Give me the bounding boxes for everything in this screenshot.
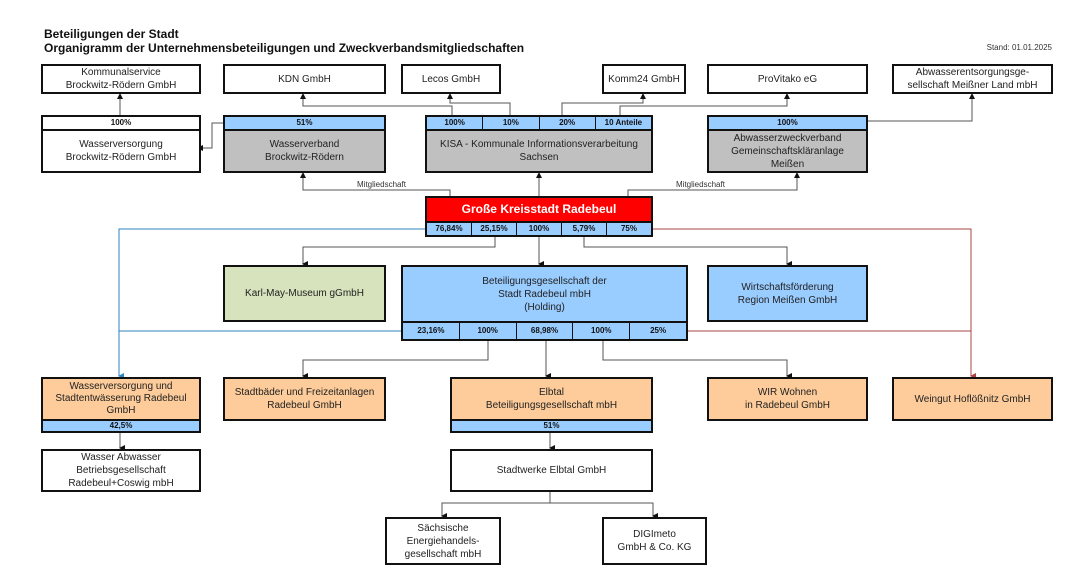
link-abwasserzweck-abwasserents — [867, 93, 975, 122]
diagram-title: Beteiligungen der Stadt — [44, 27, 179, 41]
node-label: Stadtwerke Elbtal GmbH — [496, 465, 607, 476]
share-bar: 51% — [452, 419, 651, 431]
share-cell: 100% — [777, 118, 798, 127]
node-elbtal[interactable]: Elbtal Beteiligungsgesellschaft mbH 51% — [450, 377, 653, 433]
share-cell: 76,84% — [435, 224, 463, 233]
share-cell: 100% — [572, 323, 629, 339]
share-bar: 100% — [43, 117, 199, 131]
node-label: Komm24 GmbH — [608, 73, 680, 85]
node-label: KISA - Kommunale Informationsverarbeitun… — [440, 139, 638, 163]
share-cell: 100% — [110, 118, 132, 127]
node-kisa[interactable]: 100% 10% 20% 10 Anteile KISA - Kommunale… — [425, 115, 653, 173]
share-bar: 23,16% 100% 68,98% 100% 25% — [403, 321, 686, 339]
share-cell: 75% — [606, 223, 651, 235]
share-bar: 42,5% — [43, 419, 199, 431]
node-wasser-abwasser[interactable]: Wasser Abwasser Betriebsgesellschaft Rad… — [41, 449, 201, 492]
link-radebeul-weingut — [652, 228, 976, 379]
node-label: DIGImeto GmbH & Co. KG — [617, 529, 692, 553]
share-cell: 10 Anteile — [594, 117, 651, 129]
node-wasserverband[interactable]: 51% Wasserverband Brockwitz-Rödern — [223, 115, 386, 173]
node-radebeul[interactable]: Große Kreisstadt Radebeul 76,84% 25,15% … — [425, 196, 653, 237]
node-label: Kommunalservice Brockwitz-Rödern GmbH — [65, 67, 177, 91]
node-karl-may-museum[interactable]: Karl-May-Museum gGmbH — [223, 265, 386, 322]
node-wir-wohnen[interactable]: WIR Wohnen in Radebeul GmbH — [707, 377, 868, 421]
node-wasserversorgung-brockwitz[interactable]: 100% Wasserversorgung Brockwitz-Rödern G… — [41, 115, 201, 173]
node-stadtwerke[interactable]: Stadtwerke Elbtal GmbH — [450, 449, 653, 492]
node-label: Abwasserzweckverband Gemeinschaftskläran… — [731, 132, 844, 170]
link-holding-wir — [602, 340, 792, 379]
node-label: Wasserverband Brockwitz-Rödern — [265, 139, 344, 163]
node-kommunalservice[interactable]: Kommunalservice Brockwitz-Rödern GmbH — [41, 64, 201, 94]
node-wirtschaftsfoerderung[interactable]: Wirtschaftsförderung Region Meißen GmbH — [707, 265, 868, 322]
link-kisa-kdn — [300, 93, 453, 115]
node-label: Beteiligungsgesellschaft der Stadt Radeb… — [482, 275, 607, 313]
node-label: Wirtschaftsförderung Region Meißen GmbH — [737, 281, 838, 306]
node-saechsische[interactable]: Sächsische Energiehandels- gesellschaft … — [385, 517, 501, 565]
share-cell: 51% — [296, 118, 313, 127]
share-cell: 42,5% — [109, 421, 133, 430]
node-abwasserzweckverband[interactable]: 100% Abwasserzweckverband Gemeinschaftsk… — [707, 115, 868, 173]
node-komm24[interactable]: Komm24 GmbH — [602, 64, 686, 94]
node-digimeto[interactable]: DIGImeto GmbH & Co. KG — [602, 517, 707, 565]
link-wasserverband-wvbr — [197, 122, 223, 151]
date-stamp: Stand: 01.01.2025 — [986, 43, 1052, 52]
node-kdn[interactable]: KDN GmbH — [223, 64, 386, 94]
membership-label-left: Mitgliedschaft — [357, 180, 406, 189]
node-label: KDN GmbH — [278, 73, 331, 85]
share-cell: 68,98% — [515, 323, 573, 339]
link-radebeul-wvradebeul — [118, 228, 425, 379]
node-label: Weingut Hoflößnitz GmbH — [914, 393, 1031, 405]
node-stadtbaeder[interactable]: Stadtbäder und Freizeitanlagen Radebeul … — [223, 377, 386, 421]
node-label: Sächsische Energiehandels- gesellschaft … — [404, 522, 482, 560]
share-cell: 23,16% — [417, 326, 445, 335]
node-weingut[interactable]: Weingut Hoflößnitz GmbH — [892, 377, 1053, 421]
link-kisa-provitako — [619, 93, 790, 115]
share-bar: 76,84% 25,15% 100% 5,79% 75% — [427, 221, 651, 235]
share-cell: 25,15% — [471, 223, 516, 235]
node-provitako[interactable]: ProVitako eG — [707, 64, 868, 94]
share-cell: 25% — [629, 323, 686, 339]
link-kisa-lecos — [447, 93, 511, 115]
link-kisa-komm24 — [561, 93, 646, 115]
node-label: ProVitako eG — [757, 73, 818, 85]
diagram-subtitle: Organigramm der Unternehmensbeteiligunge… — [44, 41, 525, 55]
node-lecos[interactable]: Lecos GmbH — [401, 64, 501, 94]
link-holding-stadtbaeder — [302, 340, 489, 379]
share-cell: 10% — [482, 117, 538, 129]
share-cell: 100% — [444, 118, 465, 127]
node-label: Wasserversorgung und Stadtentwässerung R… — [55, 381, 187, 416]
share-bar: 100% — [709, 117, 866, 131]
share-cell: 5,79% — [561, 223, 606, 235]
share-cell: 20% — [538, 117, 595, 129]
node-wasserversorgung-radebeul[interactable]: Wasserversorgung und Stadtentwässerung R… — [41, 377, 201, 433]
node-label: Karl-May-Museum gGmbH — [245, 288, 364, 299]
node-label: Stadtbäder und Freizeitanlagen Radebeul … — [234, 387, 375, 411]
node-label: Wasser Abwasser Betriebsgesellschaft Rad… — [68, 452, 174, 489]
share-cell: 51% — [543, 421, 560, 430]
link-radebeul-wasserverband — [300, 172, 451, 196]
node-label: Große Kreisstadt Radebeul — [461, 202, 617, 216]
link-stadtwerke-digimeto — [550, 502, 658, 519]
node-holding[interactable]: Beteiligungsgesellschaft der Stadt Radeb… — [401, 265, 688, 341]
node-label: Abwasserentsorgungsge- sellschaft Meißne… — [907, 67, 1038, 91]
share-bar: 51% — [225, 117, 384, 131]
membership-label-right: Mitgliedschaft — [676, 180, 725, 189]
link-radebeul-wirtschaft — [583, 236, 792, 267]
share-cell: 100% — [516, 223, 561, 235]
node-label: Elbtal Beteiligungsgesellschaft mbH — [485, 387, 618, 411]
node-abwasserentsorgung[interactable]: Abwasserentsorgungsge- sellschaft Meißne… — [892, 64, 1053, 94]
link-stadtwerke-saechsische — [441, 491, 551, 519]
node-label: Wasserversorgung Brockwitz-Rödern GmbH — [65, 139, 177, 163]
link-radebeul-karlmay — [302, 236, 496, 267]
node-label: WIR Wohnen in Radebeul GmbH — [744, 387, 831, 411]
share-bar: 100% 10% 20% 10 Anteile — [427, 117, 651, 131]
share-cell: 100% — [458, 323, 516, 339]
node-label: Lecos GmbH — [421, 73, 481, 85]
link-radebeul-abwasserzweck — [627, 172, 800, 196]
